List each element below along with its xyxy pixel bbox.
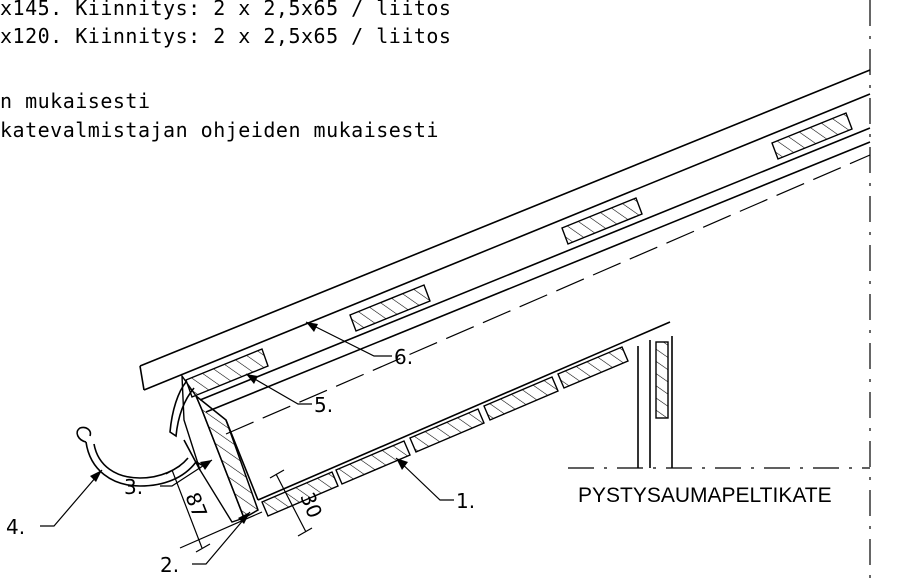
note-line-4: n mukaisesti [0, 89, 151, 113]
underlay-line [199, 127, 871, 401]
ceiling-boards [261, 346, 629, 517]
gutter [76, 426, 205, 487]
leader-1: 1. [395, 457, 475, 513]
battens-row [185, 112, 853, 398]
callout-4: 4. [6, 515, 25, 539]
callout-2: 2. [160, 553, 179, 577]
leader-5: 5. [245, 373, 333, 417]
roof-sheet [139, 69, 871, 391]
membrane-dashed-line [225, 154, 871, 435]
leader-2: 2. [160, 511, 251, 577]
roof-type-title: PYSTYSAUMAPELTIKATE [578, 484, 832, 507]
callout-5: 5. [314, 393, 333, 417]
fascia-inner-board [181, 373, 245, 523]
callout-3: 3. [124, 475, 143, 499]
note-line-2: x120. Kiinnitys: 2 x 2,5x65 / liitos [0, 24, 452, 48]
note-line-1: x145. Kiinnitys: 2 x 2,5x65 / liitos [0, 0, 452, 20]
rafter-bottom-line [257, 321, 671, 501]
leader-6: 6. [305, 321, 413, 369]
underlay-line-lower [205, 141, 871, 413]
note-line-5: katevalmistajan ohjeiden mukaisesti [0, 118, 439, 142]
callout-1: 1. [456, 489, 475, 513]
leader-4: 4. [6, 469, 103, 539]
eave-flashing [169, 381, 195, 438]
callout-6: 6. [394, 345, 413, 369]
dimension-87-label: 87 [180, 489, 212, 522]
wall-section [637, 336, 673, 468]
leader-3: 3. [124, 459, 213, 499]
